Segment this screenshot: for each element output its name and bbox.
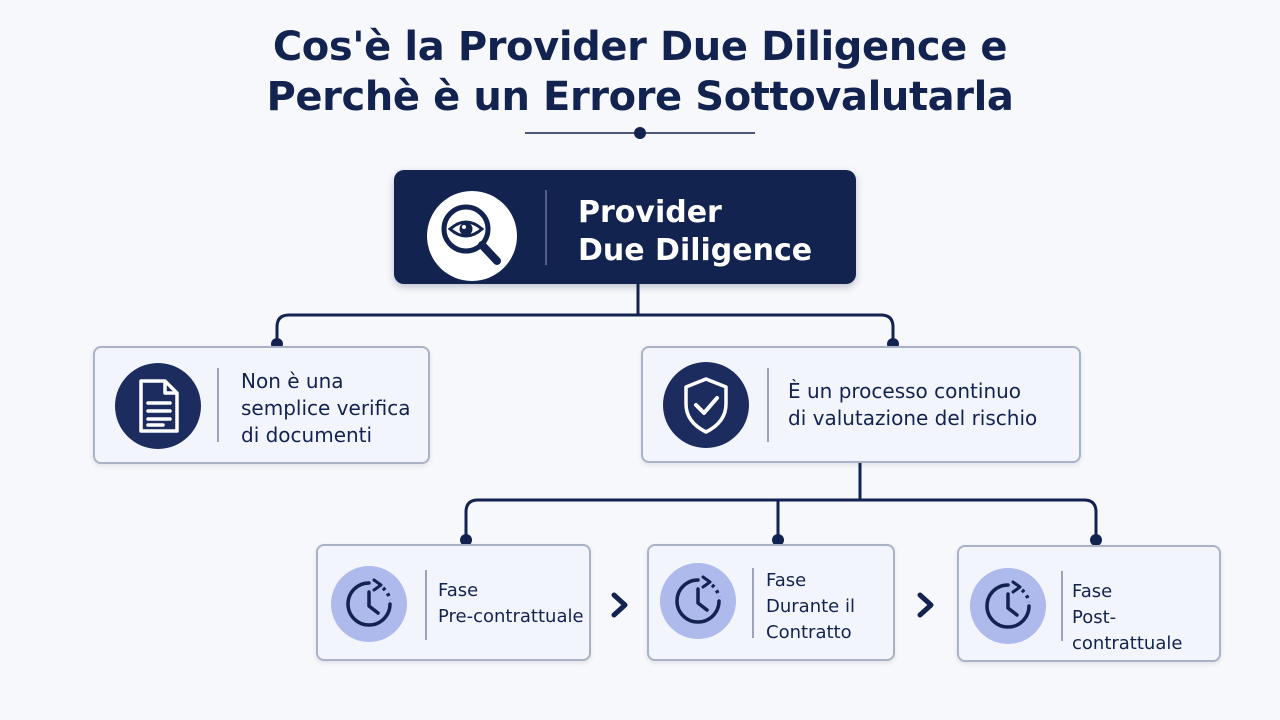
label-line: di documenti <box>241 423 373 447</box>
label-line: Fase <box>438 580 479 601</box>
phase-separator <box>425 570 427 640</box>
phase-during-contract: Fase Durante il Contratto <box>647 544 895 661</box>
chevron-right-icon <box>611 592 628 618</box>
title-line-1: Cos'è la Provider Due Diligence e <box>272 24 1008 70</box>
label-line: È un processo continuo <box>788 379 1022 403</box>
title-divider <box>525 127 755 139</box>
label-line: Fase <box>766 570 807 591</box>
phase-label: Fase Pre-contrattuale <box>438 578 584 630</box>
node-not-document-check: Non è una semplice verifica di documenti <box>93 346 430 464</box>
root-node-provider-due-diligence: Provider Due Diligence <box>394 170 856 284</box>
diagram-title: Cos'è la Provider Due Diligence e Perchè… <box>0 22 1280 122</box>
phase-post-contractual: Fase Post-contrattuale <box>957 545 1221 662</box>
label-line: Pre-contrattuale <box>438 606 584 627</box>
label-line: semplice verifica <box>241 396 411 420</box>
node-label: Non è una semplice verifica di documenti <box>241 368 410 449</box>
chevron-right-icon <box>917 592 934 618</box>
magnifier-eye-icon <box>427 191 517 281</box>
label-line: Non è una <box>241 369 344 393</box>
phase-label: Fase Durante il Contratto <box>766 568 855 646</box>
phase-label: Fase Post-contrattuale <box>1072 579 1219 657</box>
root-label-line-2: Due Diligence <box>578 233 813 268</box>
clock-icon <box>660 563 736 639</box>
node-continuous-risk-process: È un processo continuo di valutazione de… <box>641 346 1081 463</box>
phase-pre-contractual: Fase Pre-contrattuale <box>316 544 591 661</box>
label-line: Contratto <box>766 622 852 643</box>
clock-icon <box>970 568 1046 644</box>
node-separator <box>217 368 219 442</box>
label-line: Post-contrattuale <box>1072 607 1183 654</box>
label-line: Fase <box>1072 581 1113 602</box>
clock-icon <box>331 566 407 642</box>
root-label-line-1: Provider <box>578 195 722 230</box>
node-label: È un processo continuo di valutazione de… <box>788 378 1037 432</box>
label-line: Durante il <box>766 596 855 617</box>
shield-check-icon <box>663 362 749 448</box>
node-separator <box>767 368 769 442</box>
title-line-2: Perchè è un Errore Sottovalutarla <box>266 74 1014 120</box>
root-label: Provider Due Diligence <box>578 194 812 270</box>
document-icon <box>115 363 201 449</box>
label-line: di valutazione del rischio <box>788 406 1038 430</box>
root-separator <box>545 190 547 265</box>
phase-separator <box>752 568 754 638</box>
phase-separator <box>1061 571 1063 641</box>
